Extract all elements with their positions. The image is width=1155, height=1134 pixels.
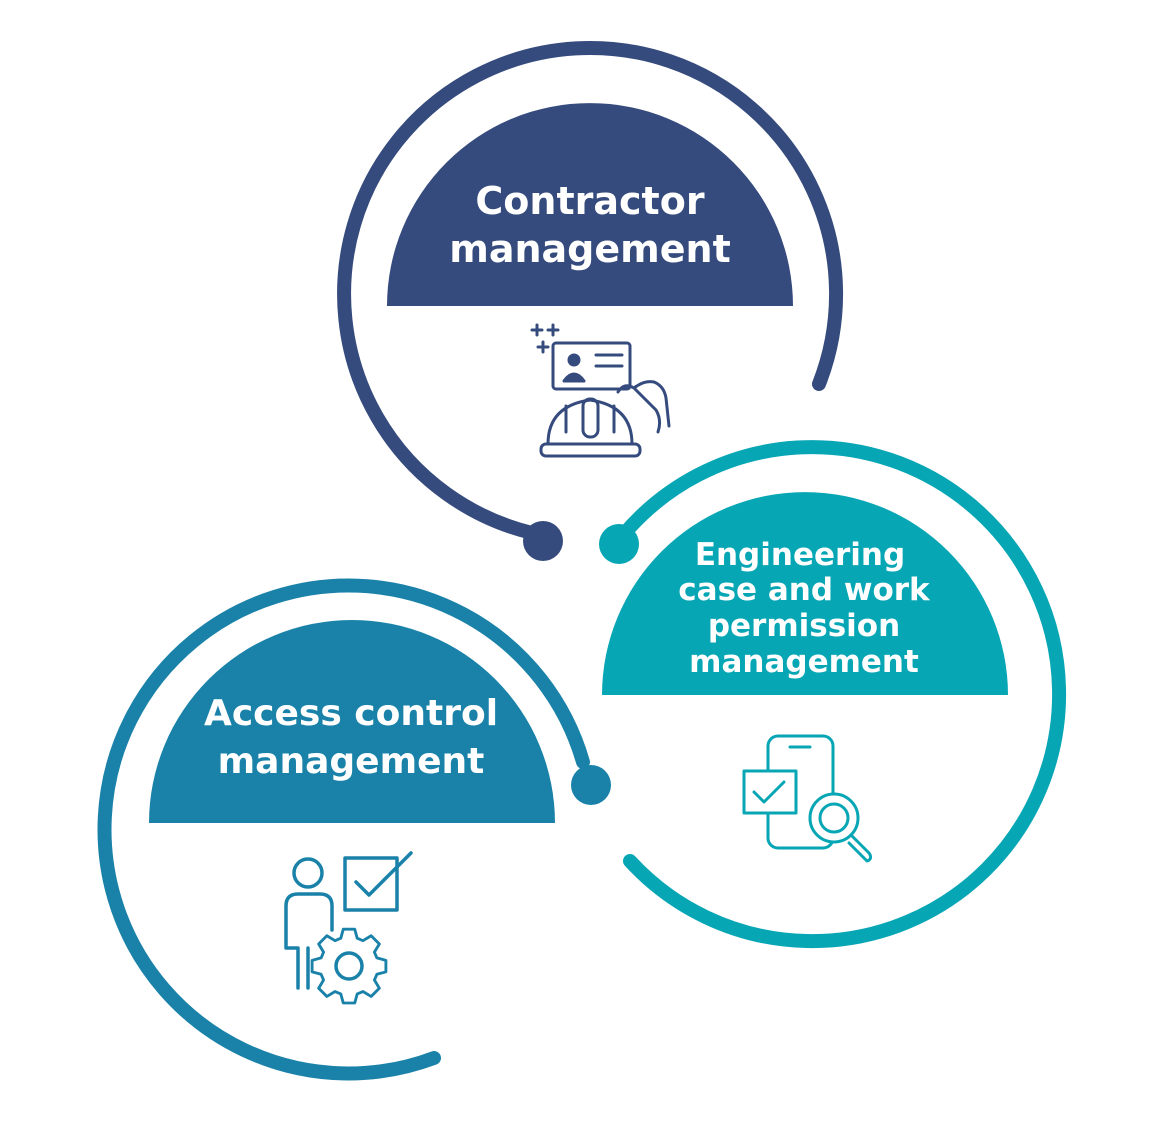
access-node: Access control management	[97, 578, 611, 1081]
access-title-line-1: Access control	[204, 693, 498, 734]
phone-checklist-magnifier-icon	[742, 734, 873, 863]
engineering-title-line-2: case and work	[678, 572, 931, 608]
engineering-ring-arc	[617, 440, 1067, 949]
contractor-title-line-1: Contractor	[475, 179, 704, 223]
engineering-title-line-4: management	[689, 644, 919, 680]
contractor-node: Contractor management	[337, 40, 844, 561]
id-card-hardhat-icon	[530, 323, 671, 458]
access-title-line-2: management	[218, 741, 485, 782]
engineering-connector-dot	[599, 524, 639, 564]
engineering-title-line-3: permission	[708, 608, 900, 644]
contractor-title-line-2: management	[449, 227, 731, 271]
access-connector-dot	[571, 765, 611, 805]
access-title-panel	[149, 620, 555, 823]
engineering-title-panel	[602, 492, 1008, 695]
engineering-title-line-1: Engineering	[695, 537, 905, 573]
contractor-connector-dot	[523, 521, 563, 561]
contractor-title-panel	[387, 103, 793, 306]
contractor-ring-arc	[337, 40, 844, 540]
engineering-node: Engineering case and work permission man…	[599, 440, 1067, 949]
person-checkbox-gear-icon	[284, 851, 413, 1005]
access-ring-arc	[97, 578, 590, 1081]
